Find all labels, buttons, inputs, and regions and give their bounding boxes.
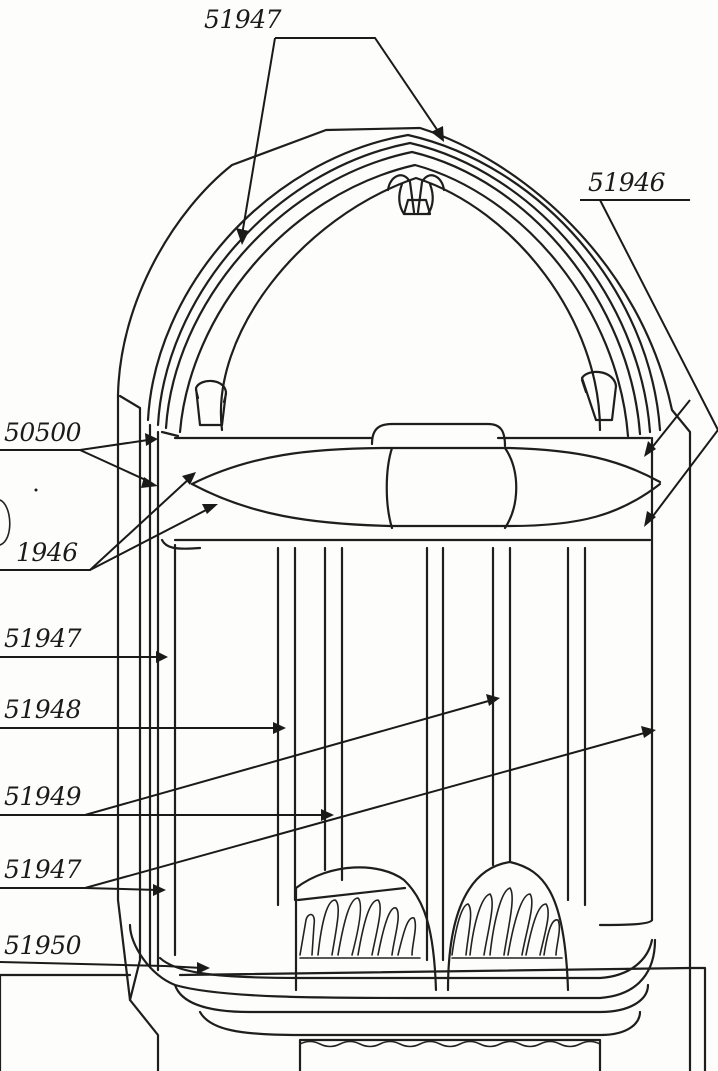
label-51948: 51948: [4, 695, 82, 724]
arch-band-outer: [146, 133, 662, 432]
margin-arc: [0, 499, 11, 546]
left-pilaster-line-1: [118, 394, 142, 1002]
header-bezel-lower: [190, 482, 662, 528]
label-51947-top: 51947: [204, 5, 282, 34]
grille-columns: [276, 546, 587, 962]
arch-opening: [219, 176, 602, 432]
base-plinth: [198, 1010, 642, 1037]
base-scallop-edge: [299, 1040, 601, 1048]
leader-lines: [0, 37, 718, 974]
bottom-frame: [0, 966, 707, 1071]
arch-foot-left: [194, 379, 228, 427]
arch-band-2: [156, 141, 652, 434]
header-bezel-upper: [190, 446, 662, 486]
label-51947-left: 51947: [4, 624, 82, 653]
label-51946: 51946: [588, 168, 666, 197]
label-1946: 1946: [16, 538, 78, 567]
grille-rib-right: [446, 860, 570, 992]
arch-foot-right: [580, 370, 618, 422]
base-front-recess: [298, 1038, 602, 1071]
label-51947-lower: 51947: [4, 855, 82, 884]
cabinet-outer-outline: [116, 126, 692, 1071]
keystone-ornament: [386, 174, 446, 216]
arch-band-inner: [178, 163, 630, 438]
arch-band-3: [164, 150, 642, 436]
label-51949: 51949: [4, 782, 82, 811]
base-ledge-2: [128, 923, 657, 1000]
right-side-bottom: [598, 918, 654, 927]
ink-speck: [34, 488, 38, 492]
header-left-cap: [160, 430, 202, 550]
label-51950: 51950: [4, 931, 82, 960]
header-center-tab: [370, 422, 518, 530]
grille-rib-left: [294, 866, 438, 992]
base-ledge-3: [173, 983, 650, 1014]
label-50500: 50500: [4, 418, 82, 447]
